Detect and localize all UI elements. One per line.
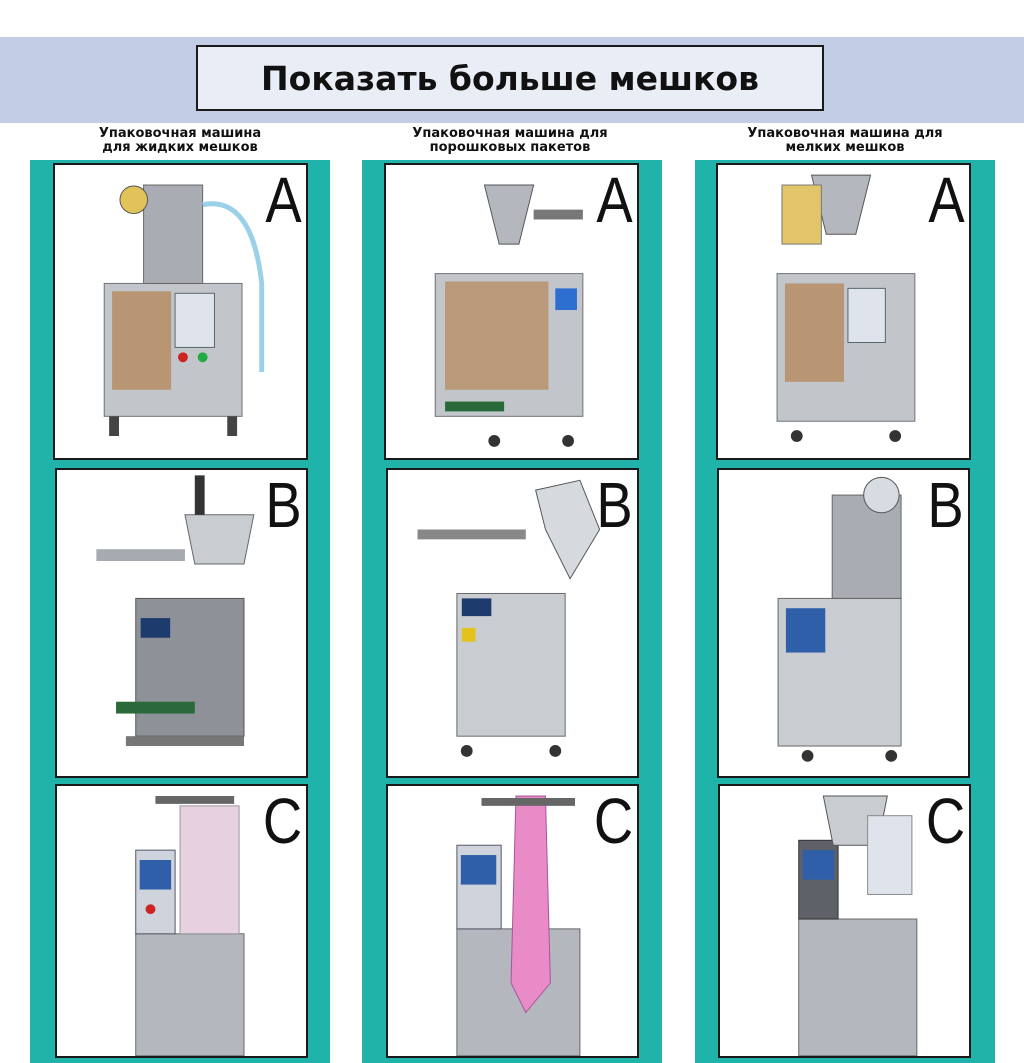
variant-letter: B <box>596 469 633 541</box>
column-title-line1: Упаковочная машина для <box>412 126 608 141</box>
column-title-powder: Упаковочная машина для порошковых пакето… <box>360 127 660 155</box>
variant-letter: C <box>593 785 633 857</box>
variant-letter: A <box>265 164 302 236</box>
column-title-line2: мелких мешков <box>785 140 905 155</box>
liquid-packing-machine-a-image <box>103 184 265 437</box>
product-card-small-c[interactable]: C <box>718 784 971 1058</box>
variant-letter: A <box>928 164 965 236</box>
column-title-line1: Упаковочная машина <box>98 126 262 141</box>
powder-packing-machine-a-image <box>434 184 584 447</box>
column-title-line1: Упаковочная машина для <box>747 126 943 141</box>
product-card-small-b[interactable]: B <box>717 468 970 778</box>
product-card-small-a[interactable]: A <box>716 163 971 460</box>
variant-letter: A <box>596 164 633 236</box>
product-card-liquid-c[interactable]: C <box>55 784 308 1058</box>
show-more-bags-button[interactable]: Показать больше мешков <box>196 45 824 111</box>
product-card-liquid-b[interactable]: B <box>55 468 308 778</box>
liquid-packing-machine-c-image <box>135 796 245 1056</box>
liquid-packing-machine-b-image <box>96 475 255 747</box>
small-packing-machine-b-image <box>777 476 902 762</box>
product-card-liquid-a[interactable]: A <box>53 163 308 460</box>
column-title-small: Упаковочная машина для мелких мешков <box>695 127 995 155</box>
product-card-powder-a[interactable]: A <box>384 163 639 460</box>
column-title-line2: порошковых пакетов <box>429 140 591 155</box>
small-packing-machine-a-image <box>776 174 916 442</box>
column-title-liquid: Упаковочная машина для жидких мешков <box>30 127 330 155</box>
variant-letter: C <box>925 785 965 857</box>
variant-letter: B <box>265 469 302 541</box>
product-card-powder-b[interactable]: B <box>386 468 639 778</box>
banner: Показать больше мешков <box>0 37 1024 123</box>
banner-title: Показать больше мешков <box>261 58 759 98</box>
column-title-line2: для жидких мешков <box>102 140 258 155</box>
powder-packing-machine-c-image <box>456 795 581 1056</box>
product-card-powder-c[interactable]: C <box>386 784 639 1058</box>
powder-packing-machine-b-image <box>417 479 601 757</box>
variant-letter: B <box>927 469 964 541</box>
small-packing-machine-c-image <box>798 795 918 1056</box>
variant-letter: C <box>262 785 302 857</box>
